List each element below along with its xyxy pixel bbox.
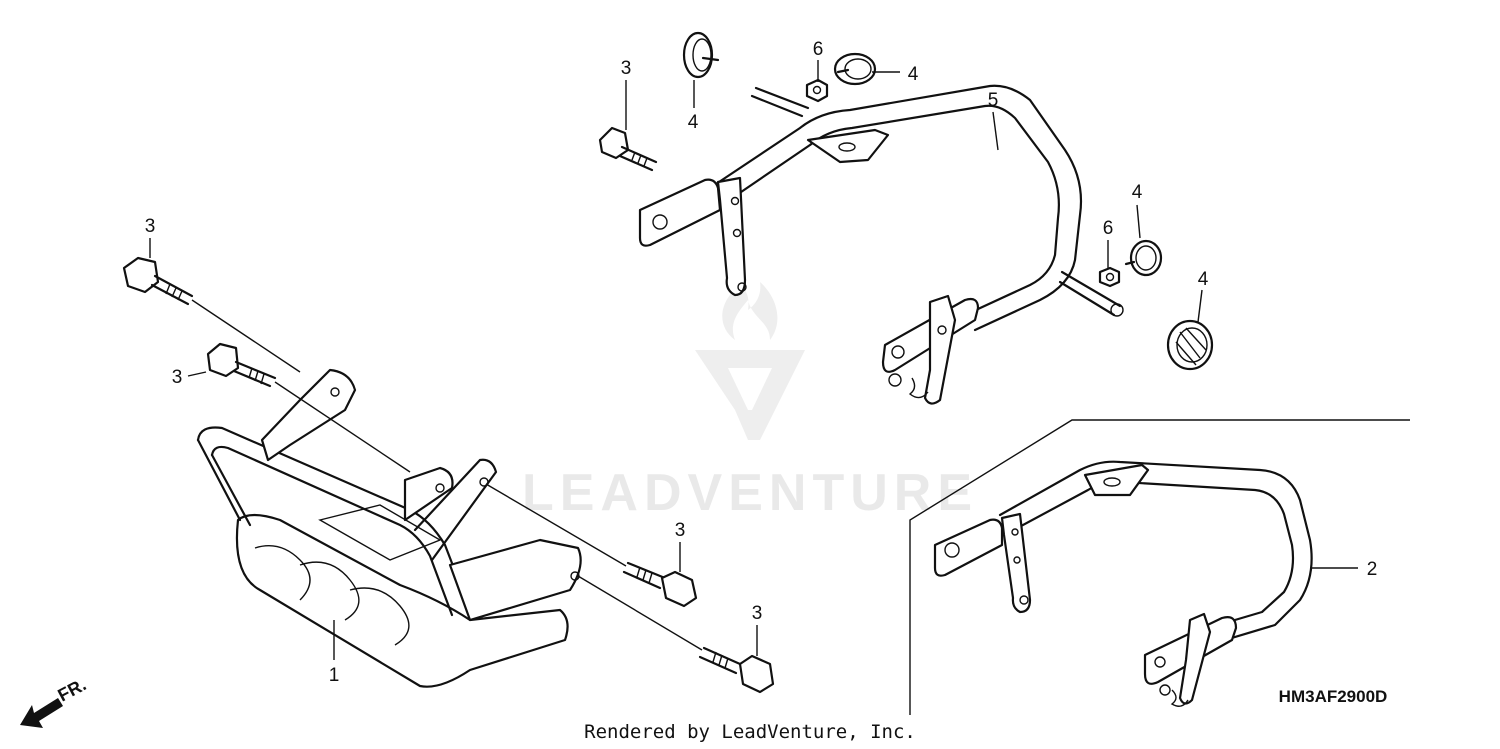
callout-4-top: 4	[688, 112, 699, 133]
nut-part-6-right	[1098, 266, 1121, 288]
callout-3-right-mid: 3	[675, 520, 686, 541]
bolt-part-3-right-low	[698, 646, 775, 694]
cap-part-4-right-lower	[1166, 319, 1214, 371]
assembly-frame	[909, 419, 1410, 715]
callout-3-left-upper: 3	[145, 216, 156, 237]
bolt-part-3-top	[598, 126, 658, 172]
callout-4-right-lower: 4	[1198, 269, 1209, 290]
callout-4-right-upper: 4	[1132, 182, 1143, 203]
callout-4-top-right: 4	[908, 64, 919, 85]
cap-part-4-top-right	[833, 52, 877, 86]
grab-bar-assembly-part-2	[933, 460, 1313, 707]
watermark-logo	[695, 282, 805, 440]
callout-5: 5	[988, 90, 999, 111]
callout-3-right-low: 3	[752, 603, 763, 624]
callout-3-left-lower: 3	[172, 367, 183, 388]
diagram-code: HM3AF2900D	[1279, 687, 1388, 706]
callout-1: 1	[329, 665, 340, 686]
render-credit: Rendered by LeadVenture, Inc.	[584, 721, 916, 743]
bolt-part-3-left-upper	[122, 256, 194, 306]
bolt-part-3-left-lower	[206, 342, 277, 388]
callout-2: 2	[1367, 559, 1378, 580]
callout-3-top: 3	[621, 58, 632, 79]
watermark-text: LEADVENTURE	[522, 464, 978, 522]
nut-part-6-top	[805, 78, 829, 103]
cap-part-4-top	[682, 31, 720, 79]
front-bumper-part-1	[196, 368, 582, 688]
grab-bar-part-5	[638, 84, 1124, 405]
bolt-part-3-right-mid	[622, 561, 698, 608]
callout-6-top: 6	[813, 39, 824, 60]
cap-part-4-right-upper	[1124, 239, 1163, 277]
leader-lines	[149, 60, 1358, 660]
front-arrow-icon	[20, 698, 63, 728]
callout-6-right: 6	[1103, 218, 1114, 239]
